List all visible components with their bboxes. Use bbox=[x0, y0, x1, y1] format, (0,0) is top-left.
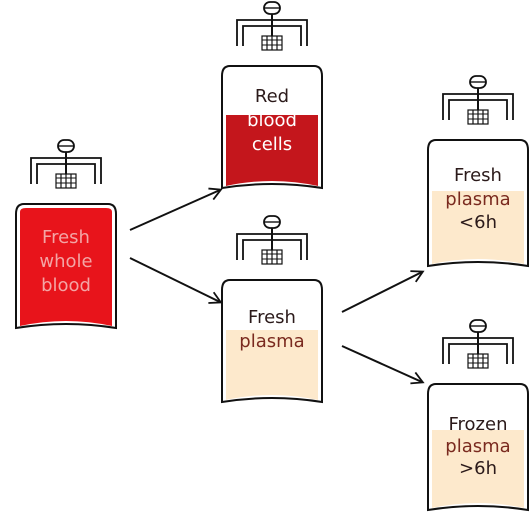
bag-whole-blood-label-3: blood bbox=[41, 275, 91, 296]
bag-plasma-frozen: Frozen plasma >6h bbox=[427, 319, 529, 512]
arrow-to-plasma bbox=[129, 257, 223, 304]
bag-plasma-fresh-label-2: plasma bbox=[445, 189, 510, 210]
arrow-to-plasma-frozen bbox=[341, 345, 425, 385]
bag-plasma-fill bbox=[226, 330, 318, 400]
bag-whole-blood: Fresh whole blood bbox=[15, 139, 117, 330]
bag-whole-blood-fill bbox=[20, 208, 112, 326]
arrow-to-red-cells bbox=[129, 187, 223, 231]
bag-plasma-frozen-label-2: plasma bbox=[445, 436, 510, 457]
arrow-to-plasma-fresh bbox=[341, 270, 425, 313]
bag-plasma-label-2: plasma bbox=[239, 331, 304, 352]
bag-red-cells-label-2: blood bbox=[247, 110, 297, 131]
bag-plasma: Fresh plasma bbox=[221, 215, 323, 404]
bag-plasma-label-1: Fresh bbox=[248, 307, 296, 328]
bag-red-cells-label-3: cells bbox=[252, 134, 292, 155]
bag-plasma-frozen-label-1: Frozen bbox=[449, 414, 508, 435]
bag-red-cells-label-1: Red bbox=[255, 86, 289, 107]
bag-plasma-fresh: Fresh plasma <6h bbox=[427, 75, 529, 268]
bag-whole-blood-label-2: whole bbox=[39, 251, 92, 272]
bag-red-cells: Red blood cells bbox=[221, 1, 323, 190]
bag-plasma-fresh-fill bbox=[432, 191, 524, 264]
bag-plasma-fresh-label-3: <6h bbox=[459, 212, 497, 233]
bag-plasma-frozen-fill bbox=[432, 430, 524, 508]
bag-red-cells-fill bbox=[226, 115, 318, 186]
bag-plasma-frozen-label-3: >6h bbox=[459, 458, 497, 479]
bag-whole-blood-label-1: Fresh bbox=[42, 227, 90, 248]
bag-plasma-fresh-label-1: Fresh bbox=[454, 165, 502, 186]
